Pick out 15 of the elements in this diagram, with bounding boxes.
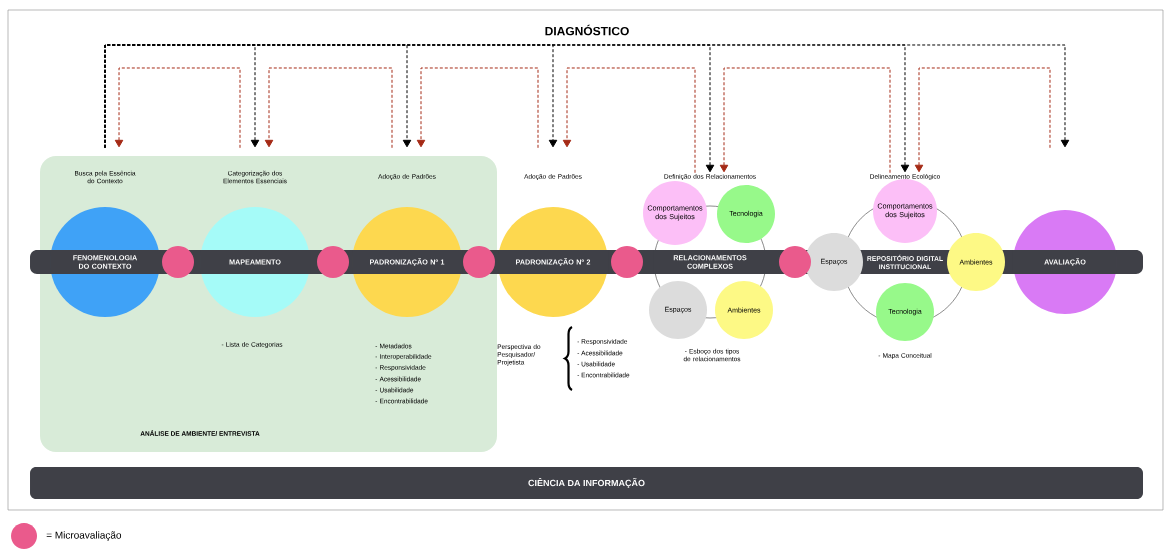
dashed-arrow — [562, 67, 696, 174]
small-circle — [162, 246, 194, 278]
dashed-arrow — [104, 44, 1070, 149]
base-bar: CIÊNCIA DA INFORMAÇÃO — [30, 467, 1143, 499]
dashed-arrow — [264, 67, 393, 149]
dashed-arrow — [914, 67, 1051, 173]
title: DIAGNÓSTICO — [545, 24, 629, 36]
small-circle — [779, 246, 811, 278]
dashed-arrow — [719, 67, 891, 174]
dashed-arrow — [114, 67, 241, 149]
dashed-arrow — [416, 67, 539, 149]
legend-text: = Microavaliação — [46, 531, 122, 541]
small-circle — [611, 246, 643, 278]
small-circle — [317, 246, 349, 278]
small-circle — [463, 246, 495, 278]
